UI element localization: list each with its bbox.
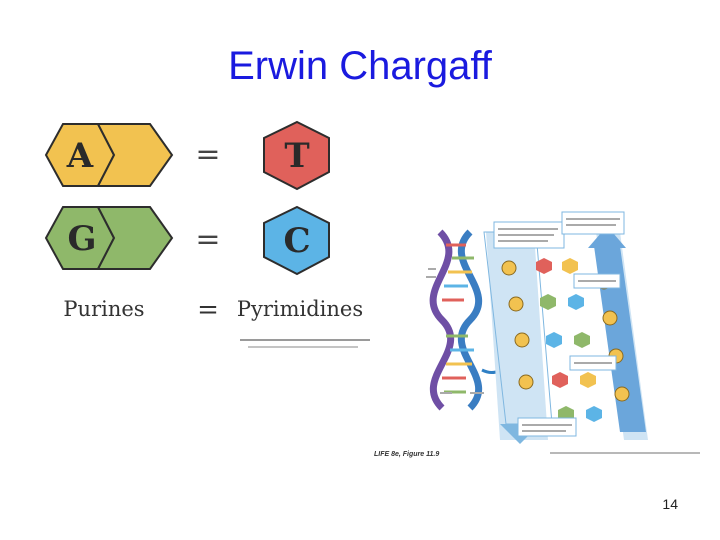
thymine-label: T — [284, 136, 309, 176]
figure-credit-text — [550, 452, 700, 454]
guanine-label: G — [67, 219, 96, 259]
equals-sign: = — [195, 222, 220, 257]
adenine-label: A — [66, 136, 94, 176]
thymine-base: T — [263, 120, 330, 191]
dna-helix-illustration — [426, 229, 507, 411]
small-credit-text — [240, 339, 370, 348]
cytosine-base: C — [263, 205, 330, 276]
guanine-base: G — [44, 206, 174, 270]
base-pairing-detail-panel — [483, 211, 648, 444]
cytosine-label: C — [283, 221, 310, 261]
purines-label: Purines — [63, 297, 144, 321]
equals-sign: = — [197, 295, 219, 325]
slide-title: Erwin Chargaff — [228, 44, 492, 88]
adenine-base: A — [44, 123, 174, 187]
equals-sign: = — [195, 137, 220, 172]
pyrimidines-label: Pyrimidines — [237, 297, 363, 321]
figure-caption: LIFE 8e, Figure 11.9 — [374, 451, 439, 458]
slide-number: 14 — [662, 496, 678, 512]
